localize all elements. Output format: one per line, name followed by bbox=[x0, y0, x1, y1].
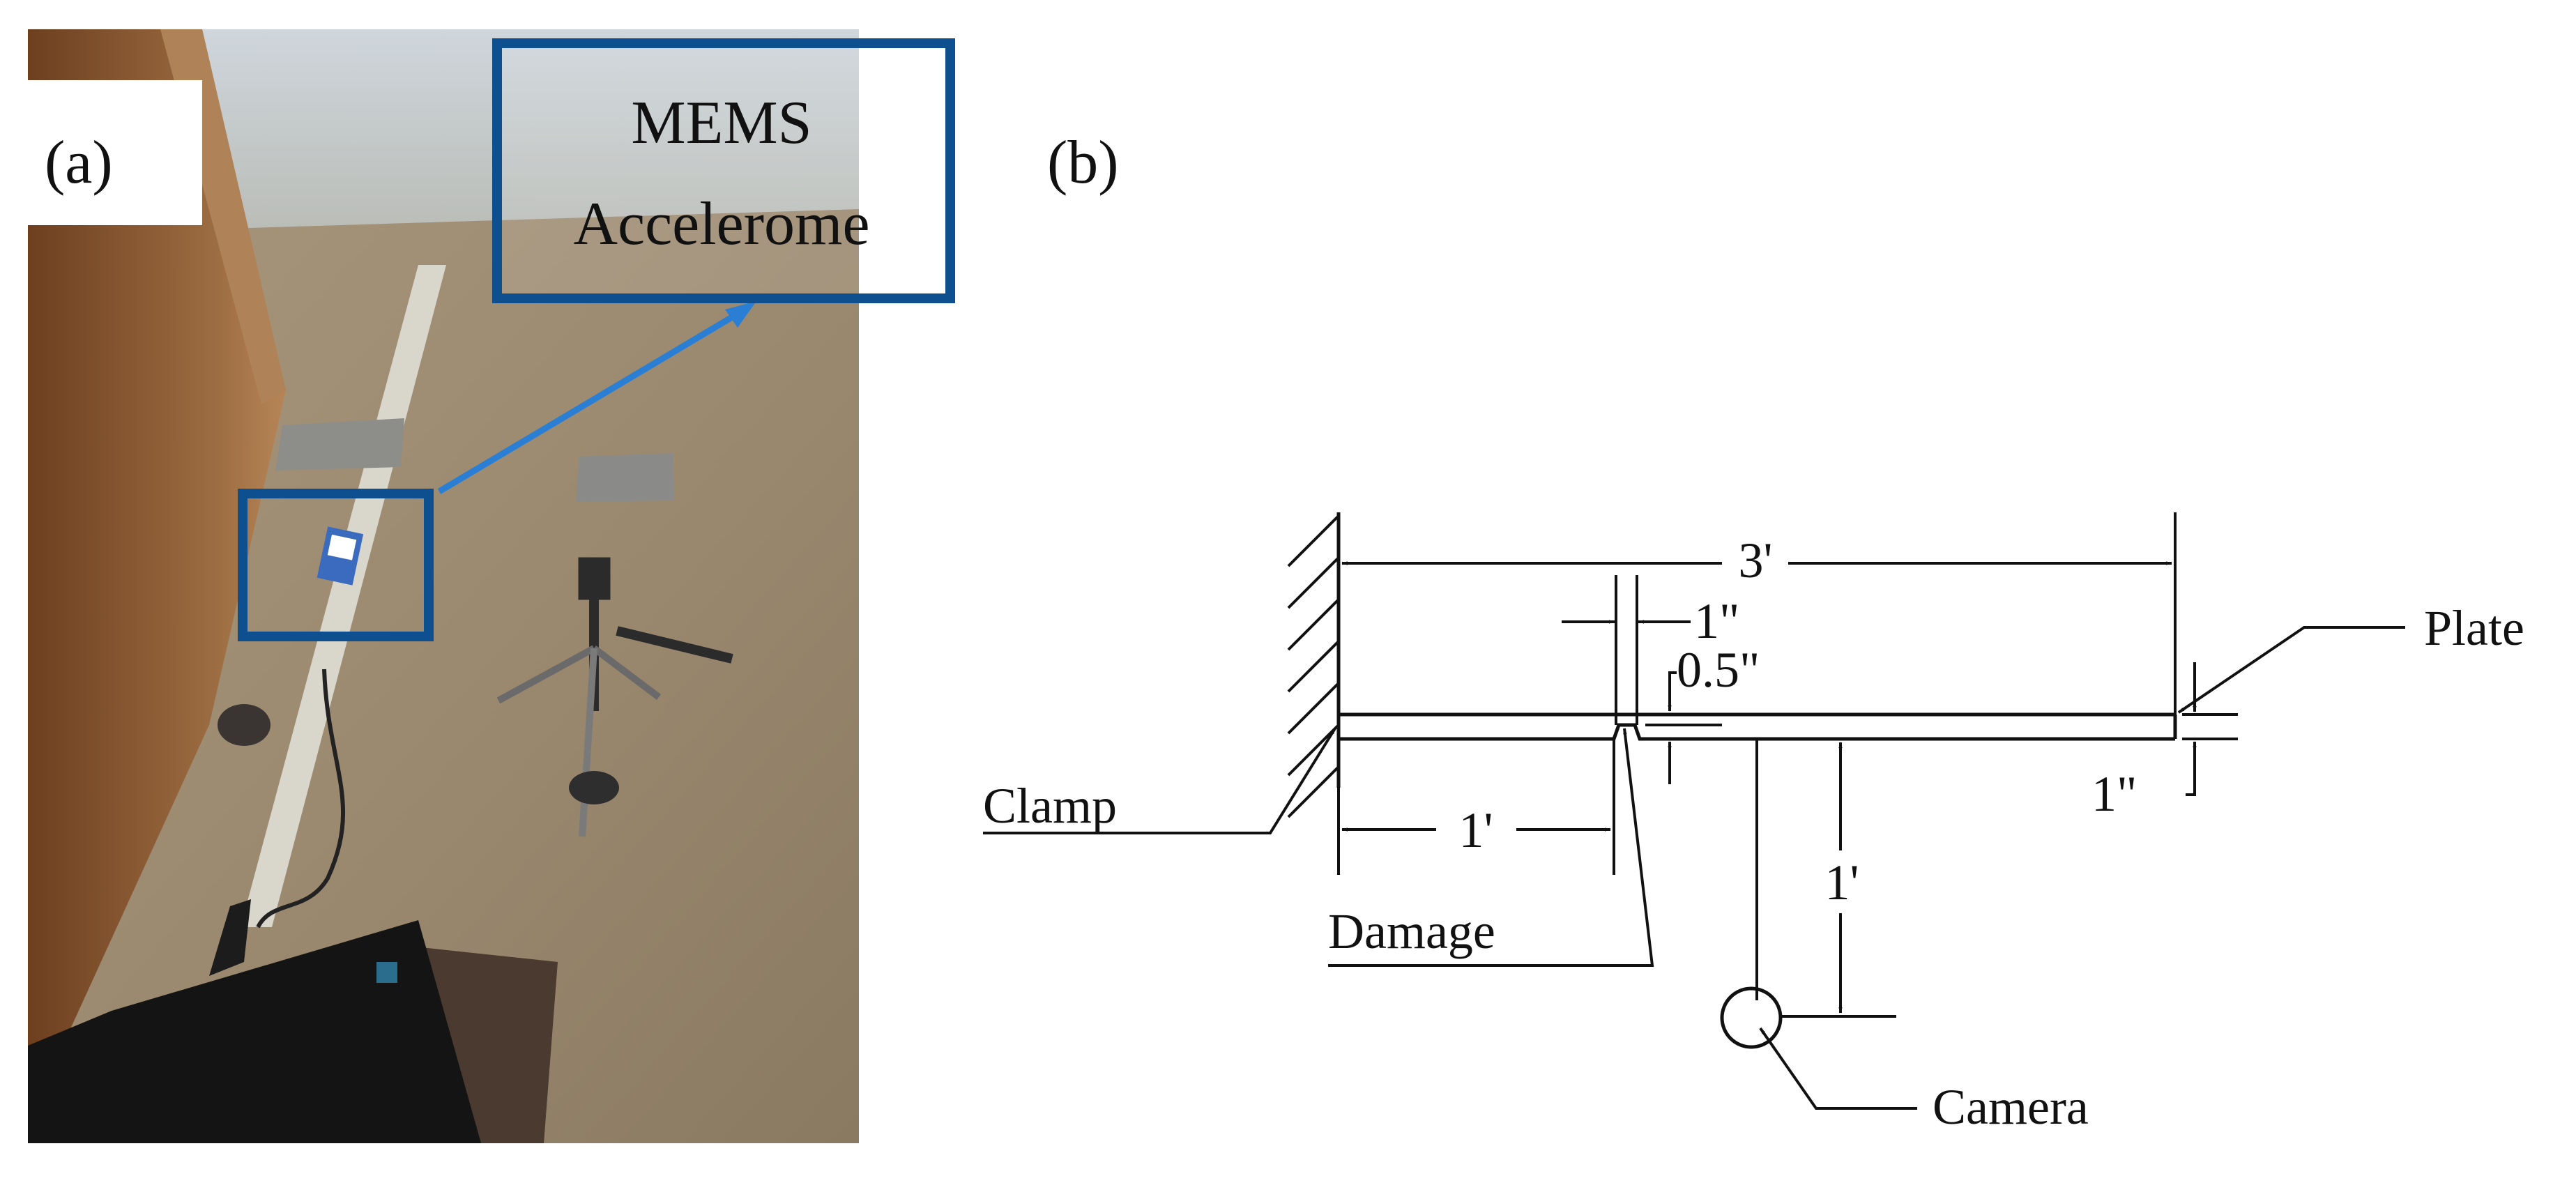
photo-panel: (a) MEMS Accelerome bbox=[28, 29, 955, 1143]
callout-arrow-head bbox=[725, 301, 756, 328]
camera-leader bbox=[1759, 1027, 1917, 1110]
callout-text-line2: Accelerome bbox=[573, 190, 869, 258]
dim-3ft-text: 3' bbox=[1739, 533, 1773, 588]
callout-box bbox=[492, 38, 955, 303]
damage-label: Damage bbox=[1328, 903, 1495, 959]
panel-a-label: (a) bbox=[45, 129, 113, 197]
photo-tape-patch bbox=[576, 453, 675, 502]
photo-tape-patch bbox=[275, 418, 404, 471]
photo-wooden-wall bbox=[28, 29, 286, 1046]
dim-cam-text: 1' bbox=[1825, 855, 1859, 910]
dim-0p5-text: 0.5" bbox=[1677, 642, 1760, 698]
clamp-hatching bbox=[1287, 514, 1340, 818]
photo-laptop bbox=[28, 920, 481, 1143]
photo-tripod bbox=[496, 557, 733, 837]
panel-b-label: (b) bbox=[1047, 129, 1119, 197]
plate-leader bbox=[2177, 626, 2405, 714]
callout-text-line1: MEMS bbox=[631, 89, 811, 157]
clamp-label: Clamp bbox=[983, 778, 1117, 834]
sensor-highlight-box bbox=[238, 489, 434, 641]
plate-bottom-edge-with-notch bbox=[1339, 723, 2175, 741]
dim-1in-text: 1" bbox=[1694, 593, 1739, 649]
photo-floor-drain bbox=[218, 704, 270, 746]
photo-camera-device bbox=[209, 899, 251, 976]
plate-label: Plate bbox=[2424, 600, 2524, 656]
dim-1ft-text: 1' bbox=[1459, 802, 1493, 858]
dim-thick-arrow-up bbox=[2186, 741, 2197, 796]
photo-sensor-label bbox=[327, 534, 357, 560]
dim-0p5-leader bbox=[1668, 671, 1677, 712]
panel-a-label-box bbox=[28, 80, 202, 225]
camera-label: Camera bbox=[1933, 1079, 2089, 1135]
photo-laptop-sticker bbox=[376, 962, 397, 983]
clamp-leader bbox=[983, 727, 1336, 834]
photo-cable bbox=[256, 669, 346, 929]
schematic-panel: (b) 3' 1" 0.5" bbox=[983, 129, 2524, 1135]
damage-leader bbox=[1328, 728, 1654, 967]
camera-symbol bbox=[1720, 986, 1783, 1049]
callout-arrow bbox=[437, 314, 734, 494]
dim-thick-text: 1" bbox=[2091, 766, 2137, 822]
